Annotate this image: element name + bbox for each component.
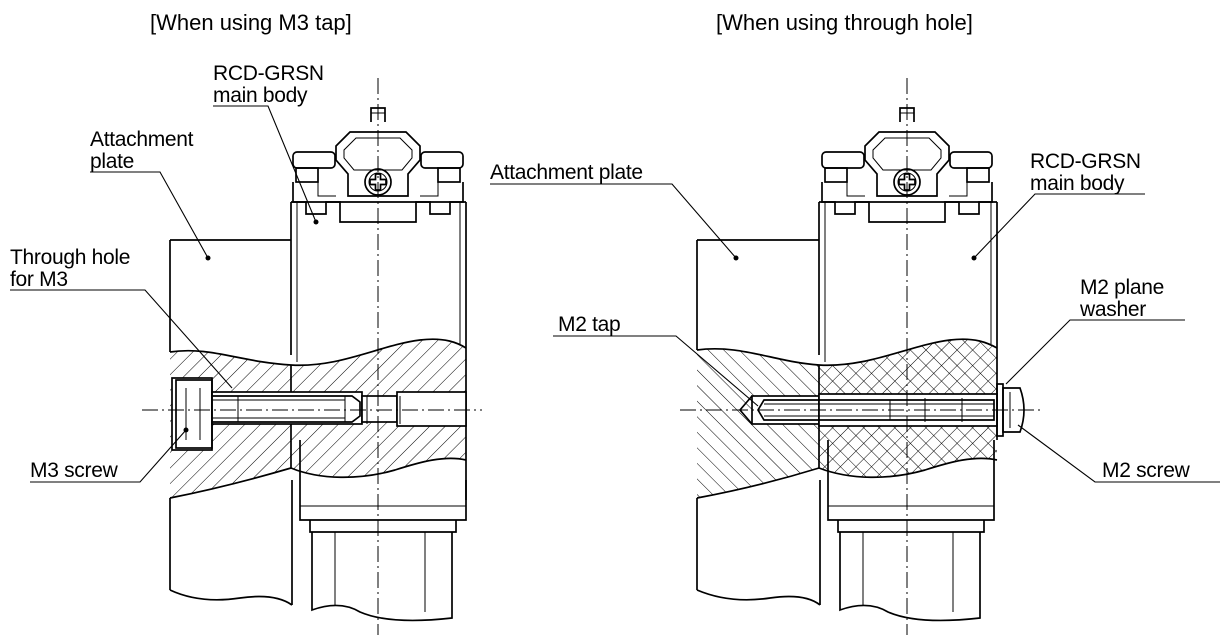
left-view — [10, 78, 482, 635]
right-view — [490, 78, 1220, 635]
right-washer-label-line2: washer — [1079, 298, 1146, 321]
left-plate-label-line2: plate — [90, 150, 134, 173]
left-main-body-label-line1: RCD-GRSN — [213, 62, 324, 85]
left-screw-label: M3 screw — [30, 459, 119, 482]
right-plate-label: Attachment plate — [490, 161, 643, 184]
left-hole-label-line1: Through hole — [10, 246, 130, 269]
right-main-body-label-line1: RCD-GRSN — [1030, 150, 1141, 173]
right-tap-label: M2 tap — [558, 313, 620, 336]
left-title: [When using M3 tap] — [150, 10, 352, 35]
left-main-body-label-line2: main body — [213, 84, 308, 107]
left-plate-label-line1: Attachment — [90, 128, 194, 151]
right-main-body-label-line2: main body — [1030, 172, 1125, 195]
left-hole-label-line2: for M3 — [10, 268, 68, 291]
right-title: [When using through hole] — [716, 10, 973, 35]
right-washer-label-line1: M2 plane — [1080, 276, 1164, 299]
right-screw-label: M2 screw — [1102, 459, 1191, 482]
